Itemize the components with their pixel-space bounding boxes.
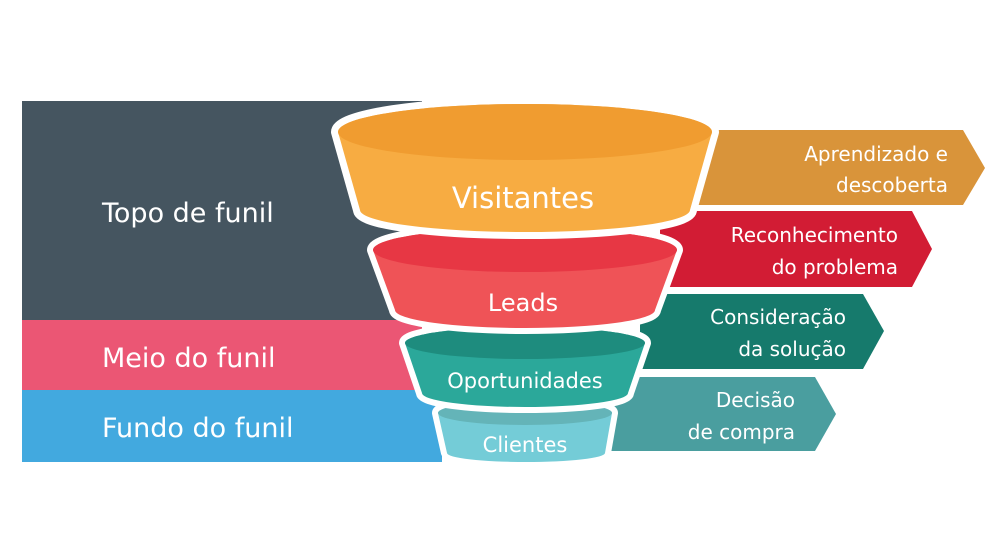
arrow-reconhecimento [660, 211, 932, 287]
stage-label-topo: Topo de funil [101, 198, 274, 229]
band-meio [22, 320, 422, 390]
funnel-label-oportunidades: Oportunidades [447, 369, 602, 393]
arrow-label-2b: do problema [772, 255, 898, 279]
arrow-label-3b: da solução [738, 337, 846, 361]
arrow-aprendizado [690, 130, 985, 205]
funnel-label-visitantes: Visitantes [452, 181, 594, 215]
arrow-label-4b: de compra [688, 420, 795, 444]
arrow-consideracao [640, 294, 884, 369]
band-fundo [22, 390, 442, 462]
funnel-segment-leads: Leads [367, 222, 683, 334]
stage-label-fundo: Fundo do funil [102, 413, 294, 444]
funnel-label-leads: Leads [488, 289, 558, 317]
funnel-segment-oportunidades: Oportunidades [399, 321, 651, 413]
arrow-label-1b: descoberta [836, 173, 948, 197]
stage-label-meio: Meio do funil [102, 343, 275, 374]
arrow-label-1a: Aprendizado e [804, 142, 948, 166]
arrow-label-3a: Consideração [710, 305, 846, 329]
journey-arrows: Aprendizado e descoberta Reconhecimento … [605, 130, 985, 451]
funnel: Clientes Oportunidades Leads Visitantes [331, 97, 719, 468]
funnel-label-clientes: Clientes [483, 433, 568, 457]
arrow-decisao [605, 377, 836, 451]
arrow-label-4a: Decisão [716, 388, 795, 412]
funnel-segment-visitantes: Visitantes [331, 97, 719, 239]
arrow-label-2a: Reconhecimento [731, 223, 898, 247]
